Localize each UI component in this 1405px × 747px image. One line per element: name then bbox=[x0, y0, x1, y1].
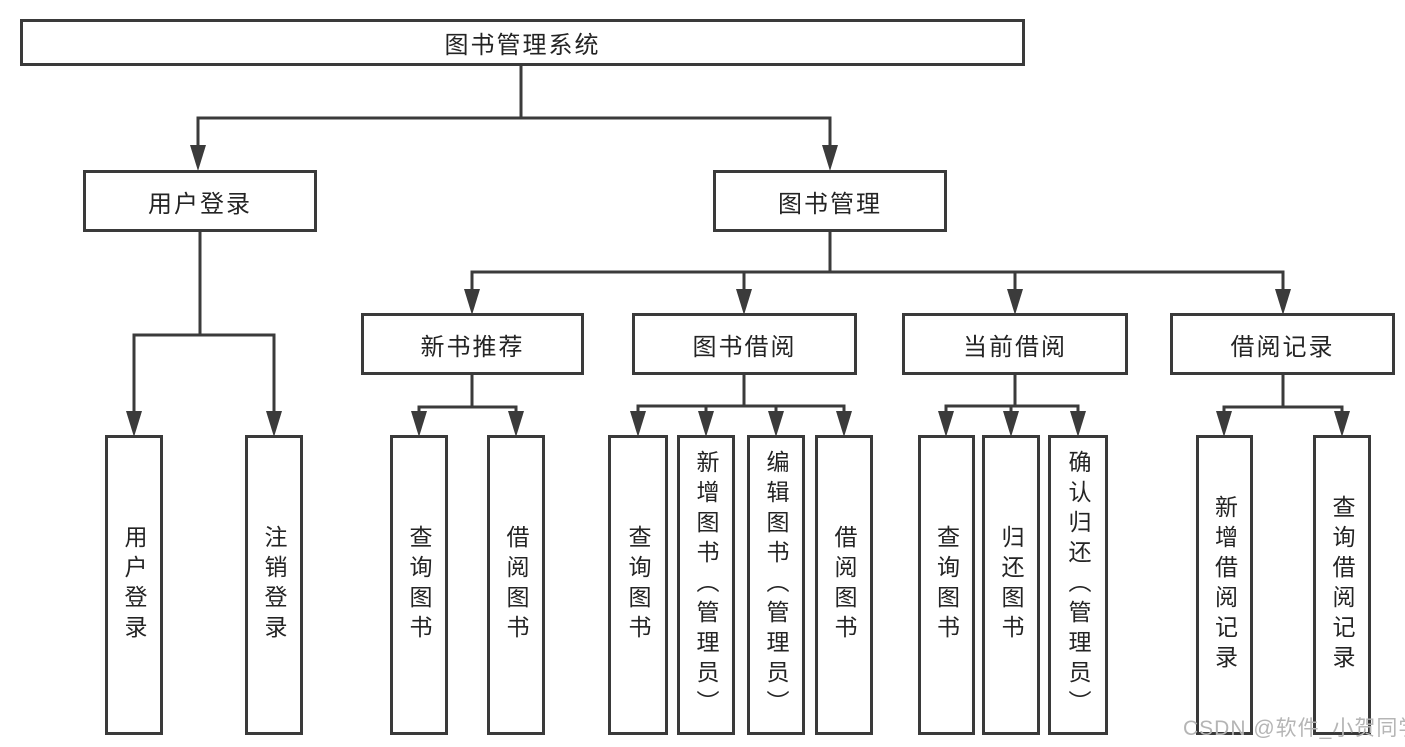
node-label: 查询图书 bbox=[625, 525, 651, 645]
node-book-borrowing: 图书借阅 bbox=[632, 313, 857, 375]
node-label: 注销登录 bbox=[261, 525, 287, 645]
node-label: 查询图书 bbox=[933, 525, 960, 645]
node-label: 用户登录 bbox=[148, 190, 252, 218]
node-current-borrowing: 当前借阅 bbox=[902, 313, 1128, 375]
leaf-return-books: 归还图书 bbox=[982, 435, 1040, 735]
leaf-logout: 注销登录 bbox=[245, 435, 303, 735]
node-label: 编辑图书（管理员） bbox=[763, 450, 789, 720]
connector-current-borrowing-to-leaves bbox=[938, 375, 1086, 437]
leaf-query-books-current: 查询图书 bbox=[918, 435, 975, 735]
connector-new-book-recommend-to-leaves bbox=[411, 375, 524, 437]
leaf-confirm-return-admin: 确认归还（管理员） bbox=[1048, 435, 1108, 735]
leaf-borrow-books-recommend: 借阅图书 bbox=[487, 435, 545, 735]
leaf-query-books-borrowing: 查询图书 bbox=[608, 435, 668, 735]
node-label: 用户登录 bbox=[121, 525, 147, 645]
node-book-management: 图书管理 bbox=[713, 170, 947, 232]
node-label: 归还图书 bbox=[998, 525, 1024, 645]
connector-book-borrowing-to-leaves bbox=[630, 375, 852, 437]
connector-root-to-level1 bbox=[190, 66, 838, 171]
leaf-query-books-recommend: 查询图书 bbox=[390, 435, 448, 735]
node-new-book-recommend: 新书推荐 bbox=[361, 313, 584, 375]
node-label: 新增借阅记录 bbox=[1211, 495, 1238, 675]
leaf-edit-books-admin: 编辑图书（管理员） bbox=[747, 435, 805, 735]
leaf-add-borrow-record: 新增借阅记录 bbox=[1196, 435, 1253, 735]
leaf-borrow-books-borrowing: 借阅图书 bbox=[815, 435, 873, 735]
leaf-user-login: 用户登录 bbox=[105, 435, 163, 735]
node-label: 借阅图书 bbox=[831, 525, 857, 645]
node-library-management-system: 图书管理系统 bbox=[20, 19, 1025, 66]
csdn-watermark: CSDN @软件_小贺同学 bbox=[1183, 717, 1405, 740]
node-label: 借阅记录 bbox=[1230, 333, 1335, 361]
node-label: 确认归还（管理员） bbox=[1065, 450, 1091, 720]
node-borrow-records: 借阅记录 bbox=[1170, 313, 1395, 375]
node-label: 新增图书（管理员） bbox=[693, 450, 719, 720]
connector-user-login-to-leaves bbox=[126, 232, 282, 437]
node-label: 图书借阅 bbox=[692, 333, 797, 361]
leaf-query-borrow-record: 查询借阅记录 bbox=[1313, 435, 1371, 735]
node-label: 新书推荐 bbox=[420, 333, 525, 361]
connector-borrow-records-to-leaves bbox=[1216, 375, 1350, 437]
node-label: 图书管理 bbox=[778, 190, 882, 218]
node-label: 图书管理系统 bbox=[444, 32, 601, 59]
node-label: 查询借阅记录 bbox=[1329, 495, 1355, 675]
connector-book-management-to-level2 bbox=[464, 232, 1291, 315]
node-label: 借阅图书 bbox=[503, 525, 529, 645]
node-user-login: 用户登录 bbox=[83, 170, 317, 232]
node-label: 当前借阅 bbox=[963, 333, 1067, 361]
node-label: 查询图书 bbox=[406, 525, 432, 645]
leaf-add-books-admin: 新增图书（管理员） bbox=[677, 435, 735, 735]
